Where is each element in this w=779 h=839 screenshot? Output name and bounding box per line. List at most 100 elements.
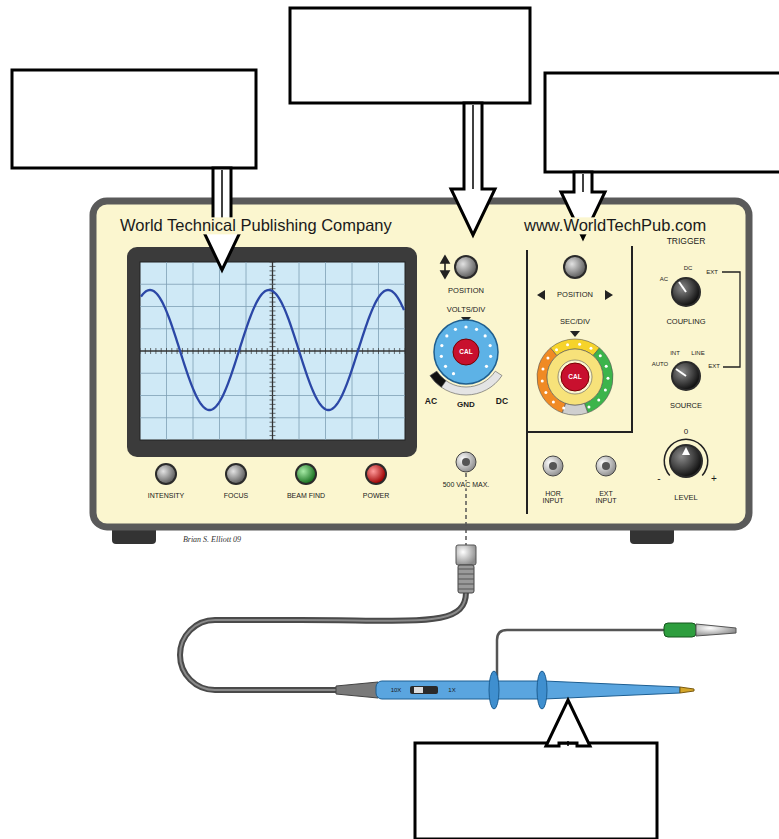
grid-line bbox=[140, 284, 405, 285]
grid-tick bbox=[283, 348, 284, 354]
callout-box bbox=[545, 73, 779, 172]
grid-tick bbox=[187, 348, 188, 354]
dial-mark bbox=[454, 328, 457, 331]
sec-div-inner-ring bbox=[547, 349, 603, 405]
grid-tick bbox=[270, 279, 276, 280]
ground-clip bbox=[664, 623, 696, 637]
dial-mark bbox=[562, 407, 565, 410]
knob-indicator bbox=[676, 369, 686, 376]
source-knob bbox=[673, 363, 699, 389]
callout-box bbox=[12, 70, 256, 168]
coupling-label: DC bbox=[496, 397, 508, 406]
grid-tick bbox=[203, 348, 204, 354]
probe-body bbox=[376, 681, 546, 699]
grid-tick bbox=[270, 306, 276, 307]
grid-tick bbox=[270, 422, 276, 423]
grid-tick bbox=[270, 399, 276, 400]
grid-tick bbox=[378, 348, 379, 354]
grid-tick bbox=[394, 348, 395, 354]
screen-grid bbox=[140, 262, 405, 440]
grid-tick bbox=[235, 348, 236, 354]
hor-input-bnc bbox=[549, 462, 557, 470]
grid-line bbox=[325, 262, 326, 440]
knob-indicator bbox=[682, 447, 690, 455]
callout-arrow bbox=[567, 741, 569, 746]
cal-label: CAL bbox=[568, 374, 581, 381]
grid-line bbox=[352, 262, 353, 440]
grid-tick bbox=[219, 348, 220, 354]
grid-line bbox=[140, 395, 405, 396]
knurl bbox=[458, 574, 474, 575]
grid-tick bbox=[399, 348, 400, 354]
grid-tick bbox=[270, 413, 276, 414]
callout-arrow bbox=[546, 700, 590, 746]
callout-arrow bbox=[582, 174, 584, 192]
vertical-position-knob bbox=[454, 255, 478, 279]
coupling-knob bbox=[671, 277, 701, 307]
grid-tick bbox=[270, 315, 276, 316]
grid-tick bbox=[270, 391, 276, 392]
control-label: POWER bbox=[363, 492, 389, 499]
callout-arrow bbox=[221, 170, 223, 224]
grid-tick bbox=[277, 348, 278, 354]
grid-tick bbox=[325, 348, 326, 354]
grid-tick bbox=[270, 346, 276, 347]
dial-mark bbox=[485, 365, 488, 368]
grid-tick bbox=[270, 266, 276, 267]
dial-mark bbox=[489, 355, 492, 358]
knurl bbox=[458, 569, 474, 570]
scale-mark: - bbox=[657, 474, 660, 485]
level-knob bbox=[669, 444, 703, 478]
grid-tick bbox=[270, 395, 276, 396]
cal-knob bbox=[561, 363, 589, 391]
power-button bbox=[367, 465, 385, 483]
dial-mark bbox=[444, 365, 447, 368]
grid-tick bbox=[224, 348, 225, 354]
bnc-plug bbox=[458, 565, 474, 593]
level-knob bbox=[671, 446, 701, 476]
callout-box bbox=[415, 743, 657, 839]
intensity-knob bbox=[157, 465, 175, 483]
callout-arrow bbox=[472, 105, 474, 189]
switch-position: AUTO bbox=[652, 361, 669, 367]
ground-clip-jaw bbox=[696, 624, 736, 636]
screen-bezel bbox=[127, 247, 417, 457]
switch-position: INT bbox=[670, 350, 680, 356]
scale-mark: 0 bbox=[684, 428, 688, 436]
probe-tip bbox=[680, 687, 694, 693]
dial-mark bbox=[440, 355, 443, 358]
dial-mark bbox=[587, 405, 590, 408]
probe-cable bbox=[180, 592, 466, 690]
grid-tick bbox=[270, 359, 276, 360]
grid-line bbox=[140, 373, 405, 374]
grid-tick bbox=[171, 348, 172, 354]
ground-lead bbox=[497, 630, 666, 682]
grid-tick bbox=[270, 270, 276, 271]
control-label: LEVEL bbox=[674, 494, 697, 502]
grid-tick bbox=[270, 302, 276, 303]
grid-tick bbox=[270, 310, 276, 311]
dial-mark bbox=[541, 380, 544, 383]
probe-cable bbox=[180, 592, 466, 690]
dial-pointer bbox=[570, 331, 580, 337]
grid-line bbox=[378, 262, 379, 440]
panel-divider bbox=[527, 246, 632, 514]
grid-tick bbox=[270, 337, 276, 338]
dial-mark bbox=[464, 325, 467, 328]
control-label: COUPLING bbox=[666, 318, 705, 326]
grid-tick bbox=[251, 348, 252, 354]
grid-line bbox=[140, 306, 405, 307]
horizontal-position-knob bbox=[563, 255, 587, 279]
hor-input-bnc bbox=[543, 456, 563, 476]
grid-tick bbox=[320, 348, 321, 354]
coupling-label: GND bbox=[457, 401, 475, 409]
brand-url: www.WorldTechPub.com bbox=[522, 217, 708, 234]
focus-knob bbox=[225, 463, 247, 485]
grid-line bbox=[140, 417, 405, 418]
grid-tick bbox=[270, 431, 276, 432]
dial-mark bbox=[489, 344, 492, 347]
grid-tick bbox=[267, 348, 268, 354]
grid-tick bbox=[150, 348, 151, 354]
